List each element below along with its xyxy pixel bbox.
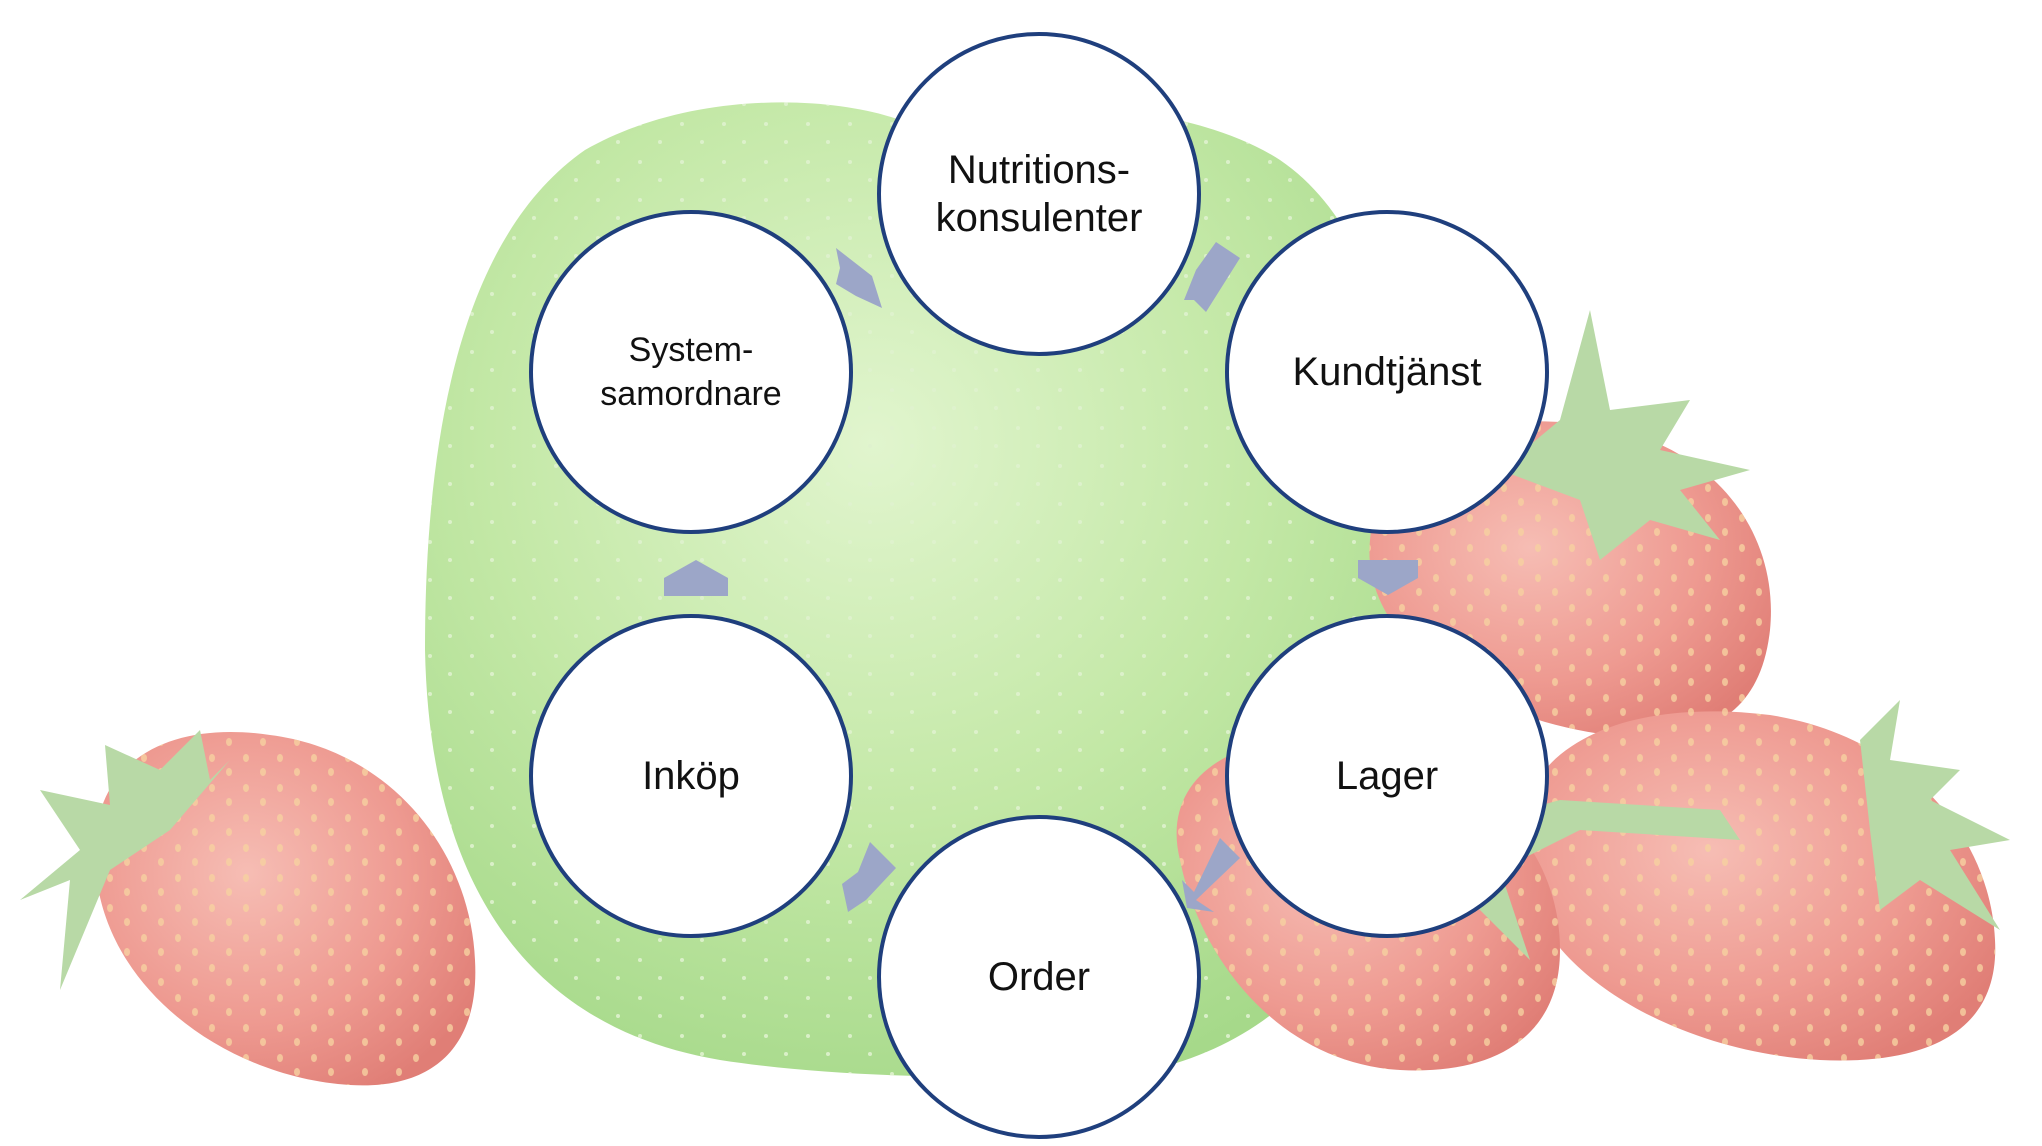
node-systemsamordnare: System- samordnare [529,210,853,534]
node-label: Kundtjänst [1292,350,1482,394]
arrow-nutrition-to-kundtjanst [1184,242,1240,312]
node-lager: Lager [1225,614,1549,938]
node-label: Inköp [642,754,740,798]
strawberry-illustration [1518,700,2010,1061]
node-nutritionskonsulenter: Nutritions- konsulenter [877,32,1201,356]
arrow-lager-to-order [1182,838,1240,912]
node-inkop: Inköp [529,614,853,938]
strawberry-illustration [20,730,476,1086]
arrow-order-to-inkop [842,842,896,912]
arrow-system-to-nutrition [836,248,882,308]
node-order: Order [877,815,1201,1139]
arrow-inkop-to-system [664,560,728,596]
node-kundtjanst: Kundtjänst [1225,210,1549,534]
node-label: System- samordnare [600,331,782,413]
node-label: Order [987,955,1091,999]
node-label: Nutritions- konsulenter [935,148,1143,240]
arrow-kundtjanst-to-lager [1358,560,1418,595]
cycle-arrows [664,242,1418,912]
node-label: Lager [1335,754,1439,798]
